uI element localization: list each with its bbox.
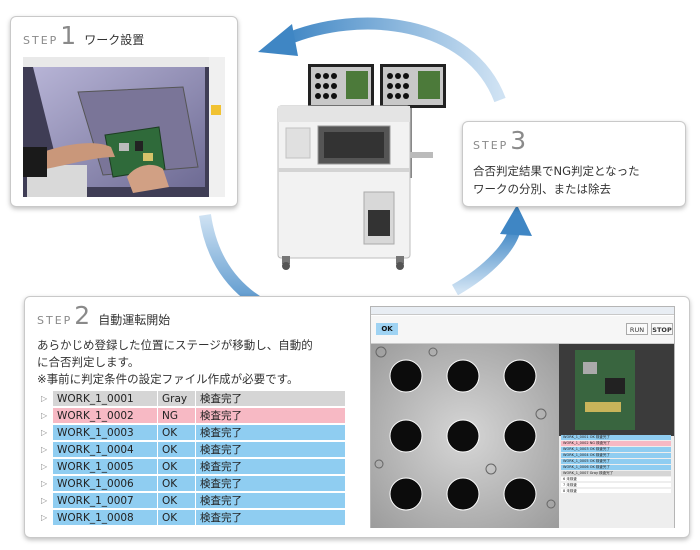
row-expand-icon[interactable]: ▷: [39, 510, 53, 525]
work-result: NG: [157, 408, 195, 423]
work-name: WORK_1_0008: [53, 510, 157, 525]
work-status: 検査完了: [195, 391, 345, 406]
list-item[interactable]: WORK_1_0002 NG 検査完了: [561, 441, 671, 446]
arrow-top: [282, 17, 506, 103]
work-name: WORK_1_0003: [53, 425, 157, 440]
work-status: 検査完了: [195, 510, 345, 525]
list-item[interactable]: WORK_1_0004 OK 検査完了: [561, 453, 671, 458]
work-result: Gray: [157, 391, 195, 406]
toolbar: [371, 316, 674, 344]
work-name: WORK_1_0007: [53, 493, 157, 508]
list-item[interactable]: 6 未検査: [561, 477, 671, 482]
list-item[interactable]: WORK_1_0007 Gray 検査完了: [561, 471, 671, 476]
work-setup-photo: [23, 57, 225, 197]
work-status: 検査完了: [195, 476, 345, 491]
work-status: 検査完了: [195, 442, 345, 457]
work-result: OK: [157, 442, 195, 457]
work-status: 検査完了: [195, 408, 345, 423]
work-result: OK: [157, 510, 195, 525]
arrow-right: [451, 226, 521, 296]
list-item[interactable]: 8 未検査: [561, 489, 671, 494]
stop-button[interactable]: STOP: [651, 323, 673, 335]
hand-left: [43, 143, 115, 169]
row-expand-icon[interactable]: ▷: [39, 391, 53, 406]
step3-description: 合否判定結果でNG判定となった ワークの分別、または除去: [473, 164, 640, 196]
circuit-board: [104, 126, 166, 178]
judgment-badge: OK: [376, 323, 398, 335]
work-result: OK: [157, 459, 195, 474]
step3-card: STEP 3 合否判定結果でNG判定となった ワークの分別、または除去: [462, 121, 686, 207]
work-status: 検査完了: [195, 459, 345, 474]
work-result: OK: [157, 425, 195, 440]
step2-label: STEP: [37, 314, 73, 327]
row-expand-icon[interactable]: ▷: [39, 425, 53, 440]
list-item[interactable]: WORK_1_0006 OK 検査完了: [561, 465, 671, 470]
work-name: WORK_1_0002: [53, 408, 157, 423]
step1-card: STEP 1 ワーク設置: [10, 16, 238, 207]
row-expand-icon[interactable]: ▷: [39, 442, 53, 457]
run-button[interactable]: RUN: [626, 323, 648, 335]
work-name: WORK_1_0001: [53, 391, 157, 406]
step2-number: 2: [74, 301, 91, 330]
work-result: OK: [157, 493, 195, 508]
list-item[interactable]: WORK_1_0005 OK 検査完了: [561, 459, 671, 464]
step2-description: あらかじめ登録した位置にステージが移動し、自動的 に合否判定します。 ※事前に判…: [37, 338, 313, 386]
work-result: OK: [157, 476, 195, 491]
arrow-right-head: [500, 205, 532, 236]
row-expand-icon[interactable]: ▷: [39, 493, 53, 508]
list-item[interactable]: 7 未検査: [561, 483, 671, 488]
via-holes: [389, 359, 537, 511]
step2-title: 自動運転開始: [98, 313, 171, 327]
row-expand-icon[interactable]: ▷: [39, 408, 53, 423]
step3-number: 3: [510, 126, 527, 155]
window-titlebar: [371, 307, 674, 315]
work-name: WORK_1_0006: [53, 476, 157, 491]
work-status: 検査完了: [195, 425, 345, 440]
step1-number: 1: [60, 21, 77, 50]
arrow-top-head: [258, 24, 298, 56]
step1-title: ワーク設置: [84, 33, 145, 47]
step1-label: STEP: [23, 34, 59, 47]
inspection-machine-illustration: [277, 64, 446, 270]
list-item[interactable]: WORK_1_0003 OK 検査完了: [561, 447, 671, 452]
row-expand-icon[interactable]: ▷: [39, 476, 53, 491]
hand-right: [127, 164, 169, 193]
work-name: WORK_1_0004: [53, 442, 157, 457]
list-item[interactable]: WORK_1_0001 OK 検査完了: [561, 435, 671, 440]
work-name: WORK_1_0005: [53, 459, 157, 474]
xray-image-view: [371, 344, 674, 528]
work-status: 検査完了: [195, 493, 345, 508]
step3-label: STEP: [473, 139, 509, 152]
row-expand-icon[interactable]: ▷: [39, 459, 53, 474]
